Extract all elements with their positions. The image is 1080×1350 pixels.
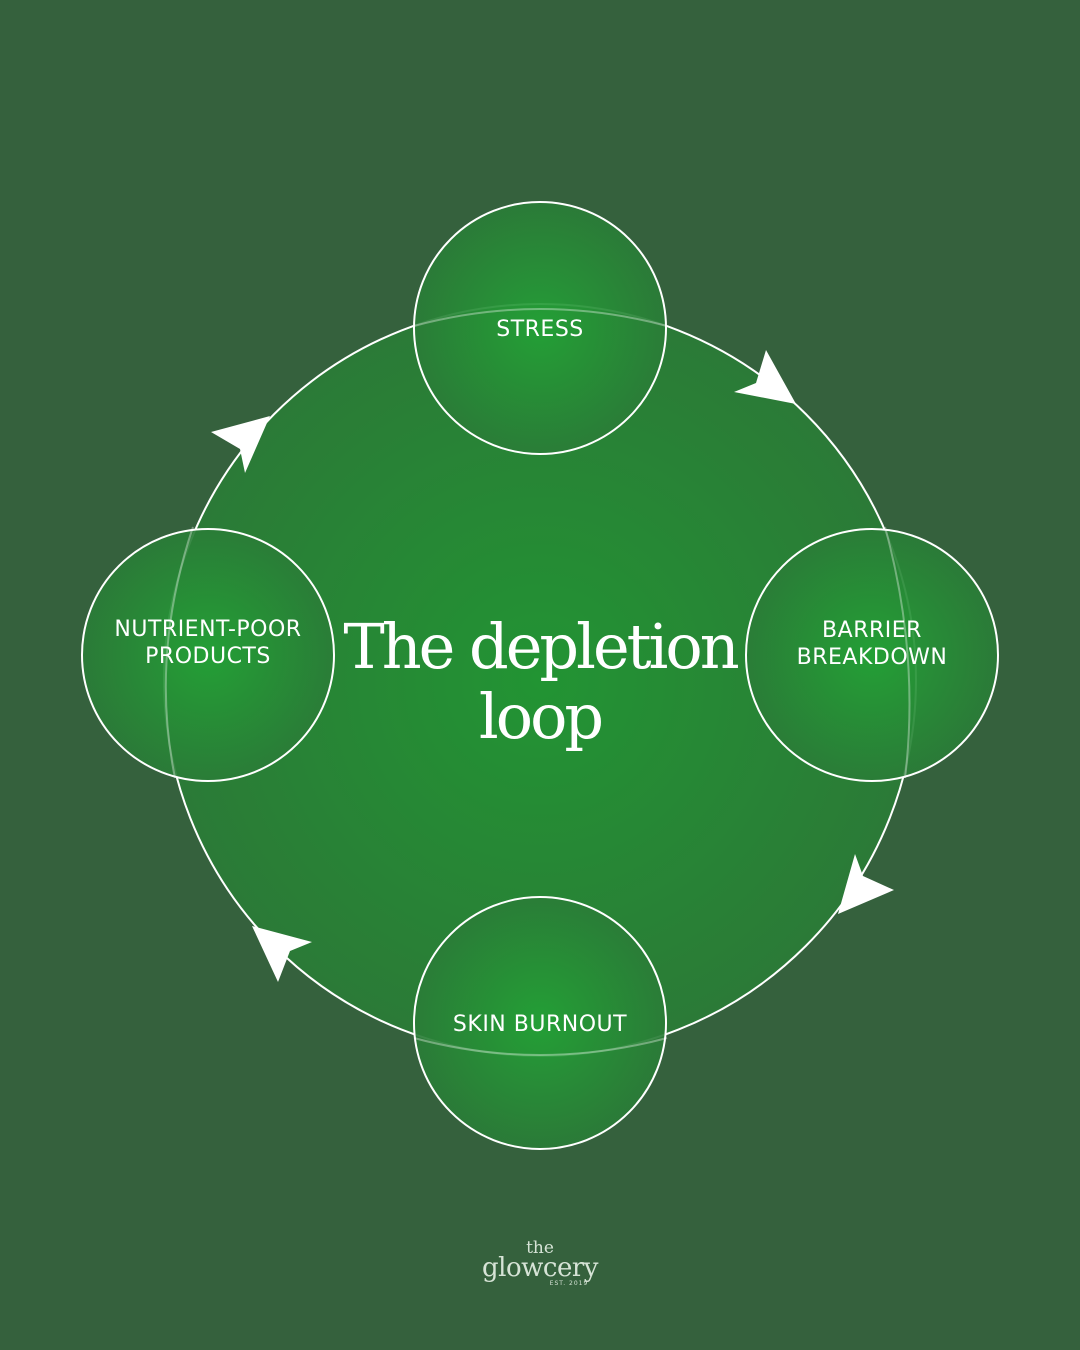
arrow-icon-top-left	[211, 416, 270, 473]
arrow-icon-top-right	[734, 350, 796, 404]
brand-logo: the glowcery EST. 2019	[470, 1240, 610, 1300]
diagram-title-line2: loop	[479, 680, 601, 753]
node-barrier-label-line2: BREAKDOWN	[797, 645, 948, 670]
node-barrier-label-line1: BARRIER	[822, 618, 922, 643]
arrow-icon-bottom-right	[838, 854, 894, 914]
arrow-icon-bottom-left	[252, 926, 312, 982]
node-stress: STRESS	[413, 201, 667, 455]
logo-the: the	[526, 1238, 554, 1258]
loop-overlap-arcs	[164, 308, 911, 1056]
node-nutrient-label-line1: NUTRIENT-POOR	[114, 617, 301, 642]
node-skin-burnout-label: SKIN BURNOUT	[453, 1012, 627, 1037]
node-skin-burnout: SKIN BURNOUT	[413, 896, 667, 1150]
node-nutrient-label-line2: PRODUCTS	[145, 644, 271, 669]
node-barrier-breakdown: BARRIER BREAKDOWN	[745, 528, 999, 782]
node-stress-label: STRESS	[496, 317, 584, 342]
diagram-title-line1: The depletion	[343, 610, 738, 683]
node-nutrient-poor-products: NUTRIENT-POOR PRODUCTS	[81, 528, 335, 782]
logo-est: EST. 2019	[549, 1280, 589, 1287]
logo-name: glowcery	[482, 1253, 598, 1283]
